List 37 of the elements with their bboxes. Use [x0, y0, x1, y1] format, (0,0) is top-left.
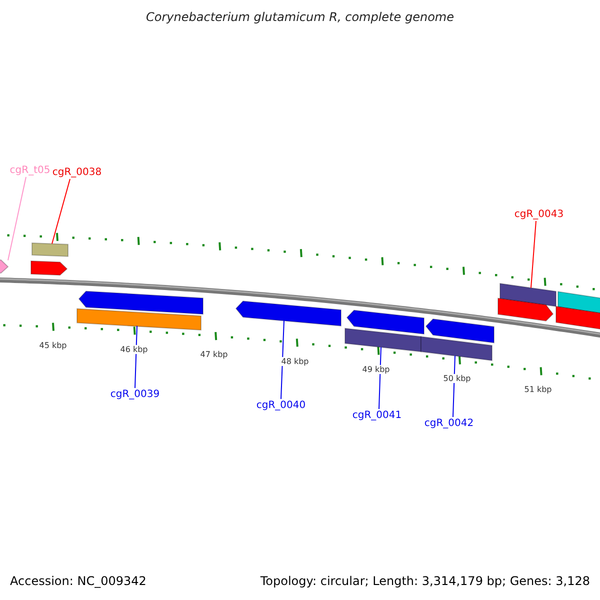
- scale-label: 46 kbp: [119, 344, 149, 354]
- gene-feature: [500, 282, 556, 307]
- scale-label: 47 kbp: [199, 350, 229, 359]
- gene-feature: [346, 310, 424, 335]
- gene-feature: [32, 242, 68, 257]
- gene-feature: [498, 298, 554, 322]
- leader-line: [52, 178, 70, 244]
- gene-label: cgR_0040: [256, 400, 306, 411]
- gene-feature: [425, 318, 494, 344]
- gene-label: cgR_0039: [110, 389, 160, 400]
- gene-feature: [0, 259, 9, 274]
- gene-label: cgR_0043: [514, 209, 564, 220]
- accession-text: Accession: NC_009342: [10, 574, 146, 588]
- scale-label: 51 kbp: [523, 384, 553, 394]
- gene-feature: [420, 336, 492, 362]
- gene-feature: [235, 300, 342, 326]
- leader-line: [452, 355, 456, 418]
- gene-feature: [78, 290, 204, 315]
- leader-line: [8, 176, 26, 261]
- scale-label: 49 kbp: [361, 364, 391, 374]
- leader-line: [280, 320, 284, 400]
- leader-line: [378, 346, 382, 410]
- gene-label: cgR_0038: [52, 167, 102, 178]
- gene-feature: [30, 260, 68, 276]
- genome-summary: Topology: circular; Length: 3,314,179 bp; Genes: 3,128: [260, 574, 590, 588]
- gene-feature: [76, 308, 202, 330]
- scale-label: 50 kbp: [442, 374, 472, 383]
- title: Corynebacterium glutamicum R, complete genome: [146, 10, 454, 24]
- scale-label: 48 kbp: [280, 356, 310, 366]
- gene-label: cgR_t05: [10, 165, 50, 176]
- gene-feature: [344, 328, 422, 352]
- gene-label: cgR_0041: [352, 410, 402, 421]
- gene-feature: [556, 306, 600, 331]
- gene-label: cgR_0042: [424, 418, 474, 429]
- leader-line: [530, 220, 536, 288]
- gene-feature: [558, 291, 600, 315]
- scale-label: 45 kbp: [38, 340, 68, 350]
